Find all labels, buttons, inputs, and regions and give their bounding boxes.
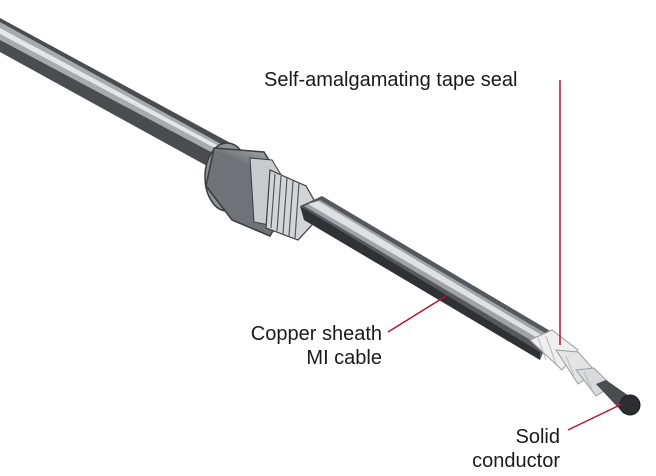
- sheath-label: Copper sheath MI cable: [251, 322, 382, 370]
- sheath-label-line2: MI cable: [306, 347, 382, 369]
- solid-conductor: [596, 380, 641, 416]
- conductor-label-line2: conductor: [472, 450, 560, 472]
- cable-gland: [204, 142, 323, 241]
- tape-seal-label-text: Self-amalgamating tape seal: [264, 69, 518, 91]
- leader-lines: [387, 80, 623, 431]
- tape-seal-label: Self-amalgamating tape seal: [264, 68, 517, 92]
- gland-thread: [265, 169, 323, 241]
- conductor-label-line1: Solid: [515, 426, 560, 448]
- sheath-label-line1: Copper sheath: [250, 323, 382, 345]
- conductor-label: Solid conductor: [462, 425, 560, 473]
- mi-cable-upper: [0, 18, 236, 172]
- conductor-leader: [567, 403, 623, 431]
- sheath-leader: [387, 295, 447, 333]
- mi-cable-lower: [300, 196, 552, 360]
